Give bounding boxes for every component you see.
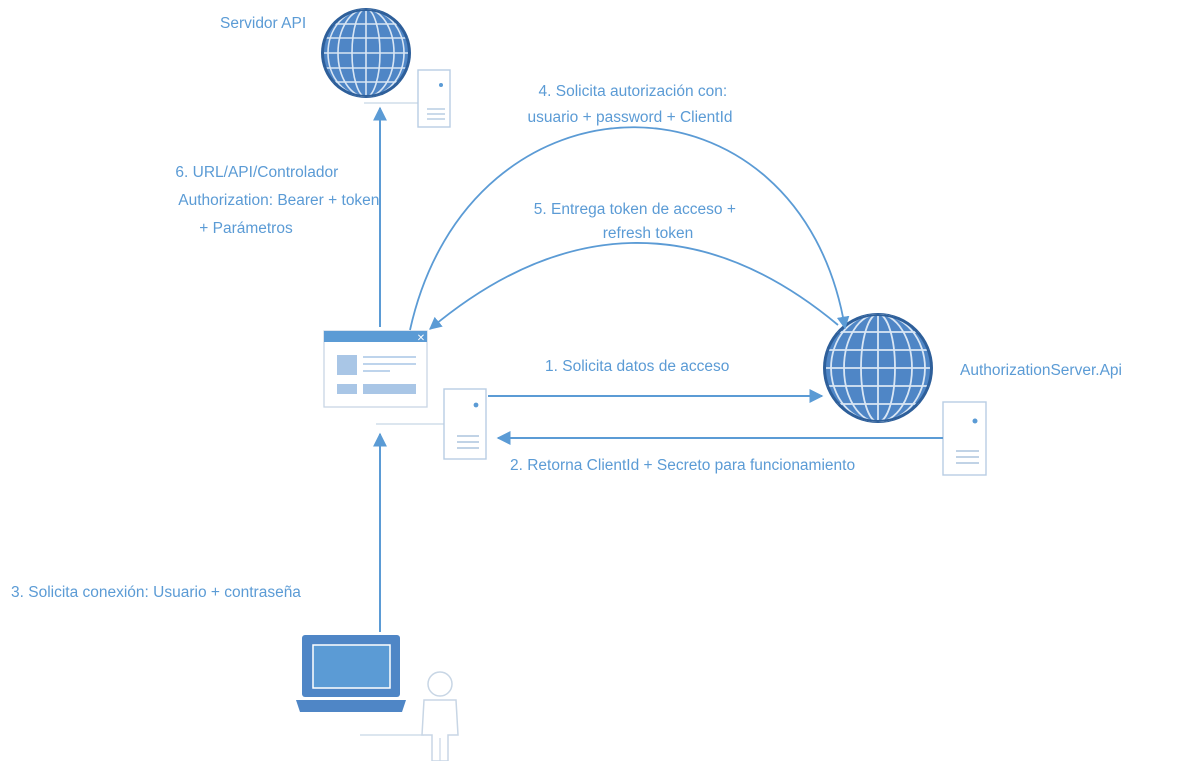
close-icon: ✕ xyxy=(417,333,425,344)
arrow-step4 xyxy=(409,126,850,331)
step6-label: 6. URL/API/Controlador Authorization: Be… xyxy=(175,164,383,237)
step2-label: 2. Retorna ClientId + Secreto para funci… xyxy=(510,457,855,474)
api-server-label: Servidor API xyxy=(220,15,306,32)
server-icon xyxy=(942,401,987,476)
auth-server-node: AuthorizationServer.Api xyxy=(823,313,1122,476)
user-icon xyxy=(421,671,459,761)
step1-label: 1. Solicita datos de acceso xyxy=(545,358,729,375)
web-app-node: ✕ xyxy=(323,330,487,460)
laptop-icon xyxy=(296,635,406,712)
globe-icon xyxy=(823,313,933,423)
step5-label: 5. Entrega token de acceso + refresh tok… xyxy=(534,201,740,242)
browser-window-icon: ✕ xyxy=(323,330,428,408)
client-device-node xyxy=(296,635,459,761)
globe-icon xyxy=(321,8,411,98)
step4-label: 4. Solicita autorización con: usuario + … xyxy=(527,83,732,126)
arrow-step5 xyxy=(429,242,839,330)
auth-server-label: AuthorizationServer.Api xyxy=(960,362,1122,379)
server-icon xyxy=(376,388,487,460)
server-icon xyxy=(364,69,451,128)
api-server-node: Servidor API xyxy=(220,8,451,128)
step3-label: 3. Solicita conexión: Usuario + contrase… xyxy=(11,584,301,601)
